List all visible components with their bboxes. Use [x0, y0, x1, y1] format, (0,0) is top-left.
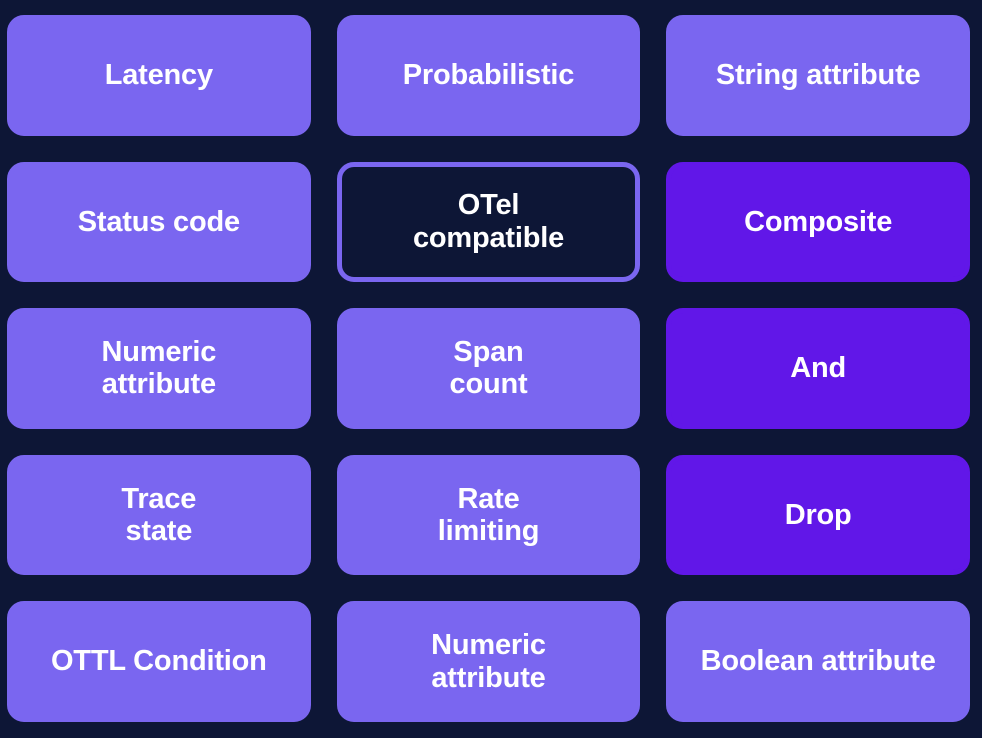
card-label: Latency [104, 59, 213, 92]
card-label: Drop [784, 498, 852, 531]
card[interactable]: Boolean attribute [666, 601, 970, 722]
card[interactable]: Probabilistic [336, 15, 641, 136]
card[interactable]: OTel compatible [336, 161, 641, 283]
card-label: Trace state [121, 482, 197, 548]
card-label: Rate limiting [437, 482, 540, 548]
card-label: And [790, 352, 847, 385]
card[interactable]: Status code [7, 161, 311, 283]
card-label: Numeric attribute [431, 629, 546, 694]
card-label: Span count [449, 336, 528, 401]
card[interactable]: Drop [666, 454, 970, 576]
card-label: Composite [744, 205, 893, 238]
card-label: String attribute [715, 59, 921, 92]
card-label: Numeric attribute [101, 336, 217, 401]
card[interactable]: String attribute [666, 15, 970, 136]
card[interactable]: Numeric attribute [7, 308, 311, 429]
card-label: OTTL Condition [50, 645, 267, 678]
card[interactable]: OTTL Condition [7, 601, 311, 722]
card[interactable]: Trace state [7, 454, 311, 576]
card[interactable]: And [666, 308, 970, 429]
card[interactable]: Latency [7, 15, 311, 136]
card-label: Probabilistic [402, 59, 575, 92]
card-label: OTel compatible [412, 189, 565, 254]
card[interactable]: Span count [336, 308, 641, 429]
card[interactable]: Composite [666, 161, 970, 283]
card-label: Boolean attribute [700, 645, 936, 678]
card[interactable]: Rate limiting [336, 454, 641, 576]
card-label: Status code [77, 205, 240, 238]
card[interactable]: Numeric attribute [336, 601, 641, 722]
